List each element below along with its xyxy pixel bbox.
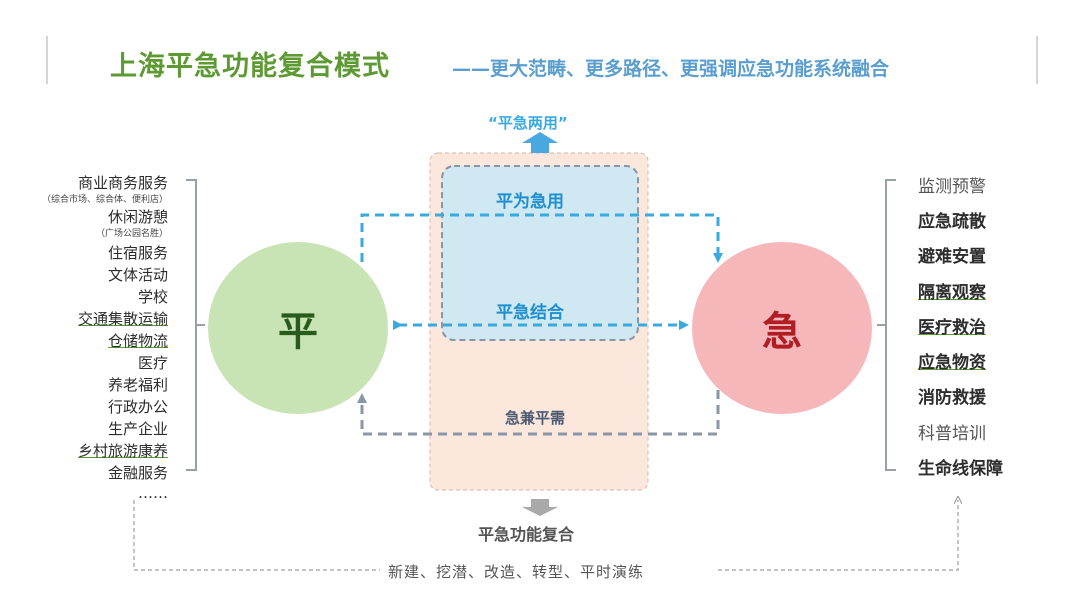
right-item: 应急物资 xyxy=(918,353,986,373)
right-item: 科普培训 xyxy=(918,424,986,444)
down-arrow-stem xyxy=(531,499,549,507)
left-item: 住宿服务 xyxy=(107,244,168,262)
ping-wei-ji-yong-label: 平为急用 xyxy=(496,192,564,212)
left-item: 医疗 xyxy=(137,354,168,372)
page-subtitle: ——更大范畴、更多路径、更强调应急功能系统融合 xyxy=(452,58,890,80)
left-item: 金融服务 xyxy=(107,464,168,482)
left-item: 养老福利 xyxy=(107,376,168,394)
up-arrow-stem xyxy=(531,143,549,153)
bottom-loop-left xyxy=(133,500,380,571)
title-frame xyxy=(46,36,1038,84)
left-item: 休闲游憩 xyxy=(107,208,168,226)
right-item: 避难安置 xyxy=(918,247,986,267)
left-item: 交通集散运输 xyxy=(77,310,168,328)
right-item: 生命线保障 xyxy=(918,459,1003,479)
left-item: 仓储物流 xyxy=(107,332,168,350)
left-item: 文体活动 xyxy=(107,266,168,284)
page-title: 上海平急功能复合模式 xyxy=(110,51,390,82)
ping-ji-jie-he-label: 平急结合 xyxy=(496,303,564,323)
left-item: 行政办公 xyxy=(107,398,168,416)
up-arrow-head xyxy=(522,132,558,143)
left-item-note: （综合市场、综合体、便利店） xyxy=(41,195,168,205)
ji-jian-ping-xu-arrow xyxy=(357,390,720,436)
ping-circle: 平 xyxy=(208,242,388,414)
left-item: 乡村旅游康养 xyxy=(77,442,168,460)
left-item: 生产企业 xyxy=(107,420,168,438)
left-item: …… xyxy=(138,484,168,502)
right-item: 医疗救治 xyxy=(918,318,986,338)
down-arrow-head xyxy=(522,507,558,516)
ji-jian-ping-xu-label: 急兼平需 xyxy=(505,409,566,427)
paths-label: 新建、挖潜、改造、转型、平时演练 xyxy=(388,563,645,581)
right-item: 隔离观察 xyxy=(918,283,986,303)
right-item: 应急疏散 xyxy=(918,212,986,232)
right-item: 监测预警 xyxy=(918,177,986,197)
left-bracket xyxy=(186,179,205,471)
ping-wei-ji-yong-arrow xyxy=(360,213,723,263)
left-item: 学校 xyxy=(137,288,168,306)
left-item: 商业商务服务 xyxy=(77,174,168,192)
composite-label: 平急功能复合 xyxy=(478,525,575,544)
right-bracket xyxy=(877,179,896,471)
inner-panel xyxy=(441,165,639,341)
ji-circle-text: 急 xyxy=(762,309,802,355)
ping-circle-text: 平 xyxy=(278,309,318,355)
right-item: 消防救援 xyxy=(918,388,986,408)
ji-circle: 急 xyxy=(692,242,872,414)
ping-ji-liang-yong-label: “平急两用” xyxy=(488,114,568,132)
left-item-note: （广场公园名胜） xyxy=(95,229,168,239)
bottom-loop-right xyxy=(718,500,958,571)
